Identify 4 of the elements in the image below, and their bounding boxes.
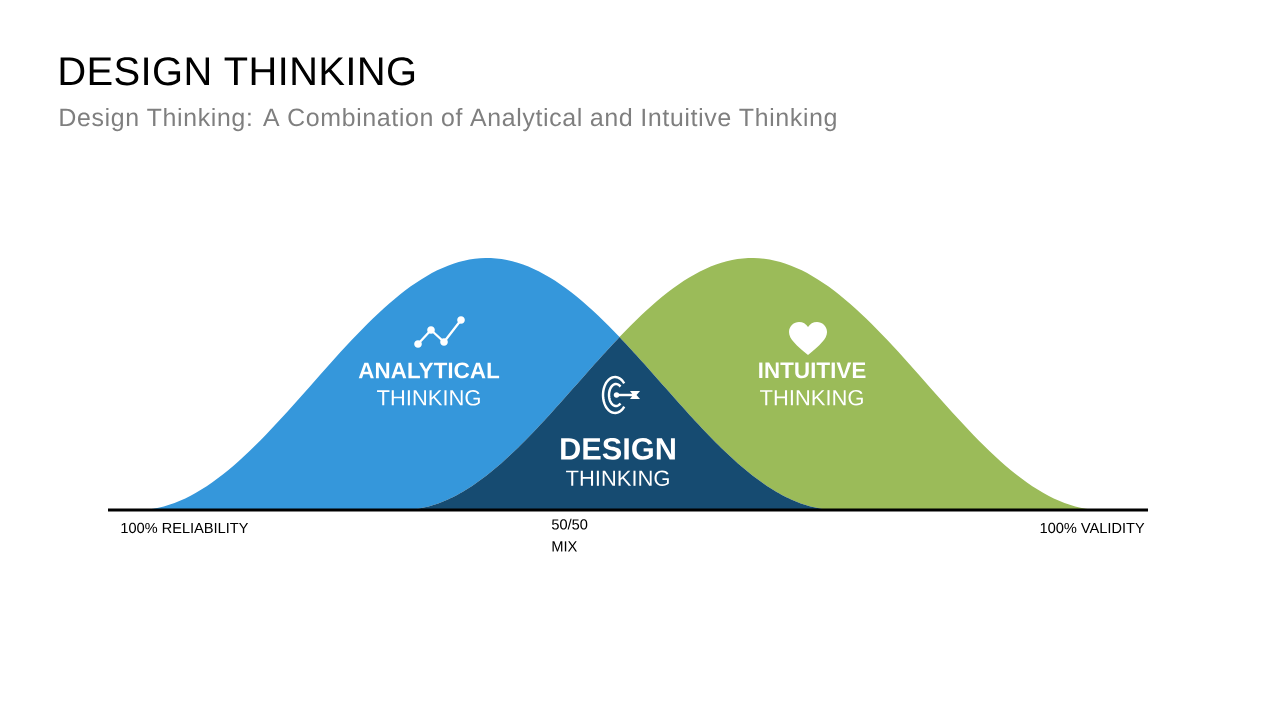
axis-label: 100% VALIDITY — [1040, 522, 1145, 534]
subtitle: Design Thinking: A Combination of Analytical and Intuitive Thinking — [60, 107, 836, 132]
axis-label: 50/50 MIX — [551, 518, 588, 552]
title: DESIGN THINKING — [60, 57, 415, 86]
